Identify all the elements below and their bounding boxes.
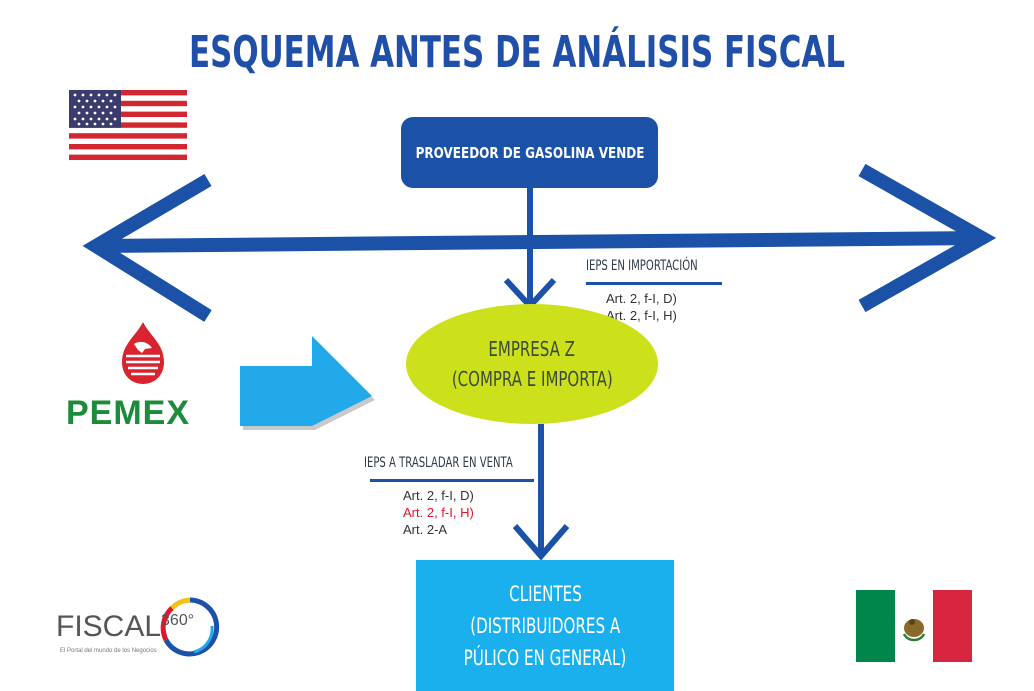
fiscal360-tagline: El Portal del mundo de los Negocios <box>60 648 157 654</box>
provider-label: PROVEEDOR DE GASOLINA VENDE <box>415 143 644 162</box>
clients-desc-2: PÚLICO EN GENERAL) <box>463 645 627 670</box>
fiscal-word: FISCAL <box>56 610 162 643</box>
horizontal-double-arrow <box>82 163 997 322</box>
clients-desc-1: (DISTRIBUIDORES A <box>469 613 621 638</box>
sale-article-2-highlight: Art. 2, f-I, H) <box>403 505 474 520</box>
fiscal360-ring-icon <box>160 597 220 657</box>
pemex-logo-text: PEMEX <box>66 394 191 432</box>
sale-tax-label: IEPS A TRASLADAR EN VENTA Art. 2, f-I, D… <box>364 455 534 545</box>
sale-tax-underline <box>370 479 534 482</box>
clients-node: CLIENTES (DISTRIBUIDORES A PÚLICO EN GEN… <box>416 560 674 691</box>
import-tax-heading: IEPS EN IMPORTACIÓN <box>586 258 698 274</box>
import-tax-label: IEPS EN IMPORTACIÓN Art. 2, f-I, D) Art.… <box>586 258 726 328</box>
import-tax-underline <box>586 282 722 285</box>
arrow-company-to-clients <box>512 424 570 561</box>
import-article-2: Art. 2, f-I, H) <box>606 308 677 323</box>
company-node: EMPRESA Z (COMPRA E IMPORTA) <box>406 304 658 424</box>
fiscal360-logo-text: FISCAL360° <box>56 610 194 644</box>
sale-article-3: Art. 2-A <box>403 522 448 537</box>
sale-article-1: Art. 2, f-I, D) <box>403 488 474 503</box>
mexico-flag-icon <box>856 590 972 662</box>
fiscal-360: 360° <box>161 612 195 629</box>
sale-tax-heading: IEPS A TRASLADAR EN VENTA <box>364 455 513 471</box>
usa-flag-icon <box>69 90 187 160</box>
diagram-title: ESQUEMA ANTES DE ANÁLISIS FISCAL <box>188 27 846 78</box>
import-article-1: Art. 2, f-I, D) <box>606 291 677 306</box>
pemex-eagle-icon <box>122 322 164 384</box>
clients-title: CLIENTES <box>508 581 582 606</box>
provider-node: PROVEEDOR DE GASOLINA VENDE <box>401 117 658 188</box>
company-name: EMPRESA Z <box>488 337 576 361</box>
pemex-supply-arrow <box>240 336 375 430</box>
company-role: (COMPRA E IMPORTA) <box>451 367 613 391</box>
